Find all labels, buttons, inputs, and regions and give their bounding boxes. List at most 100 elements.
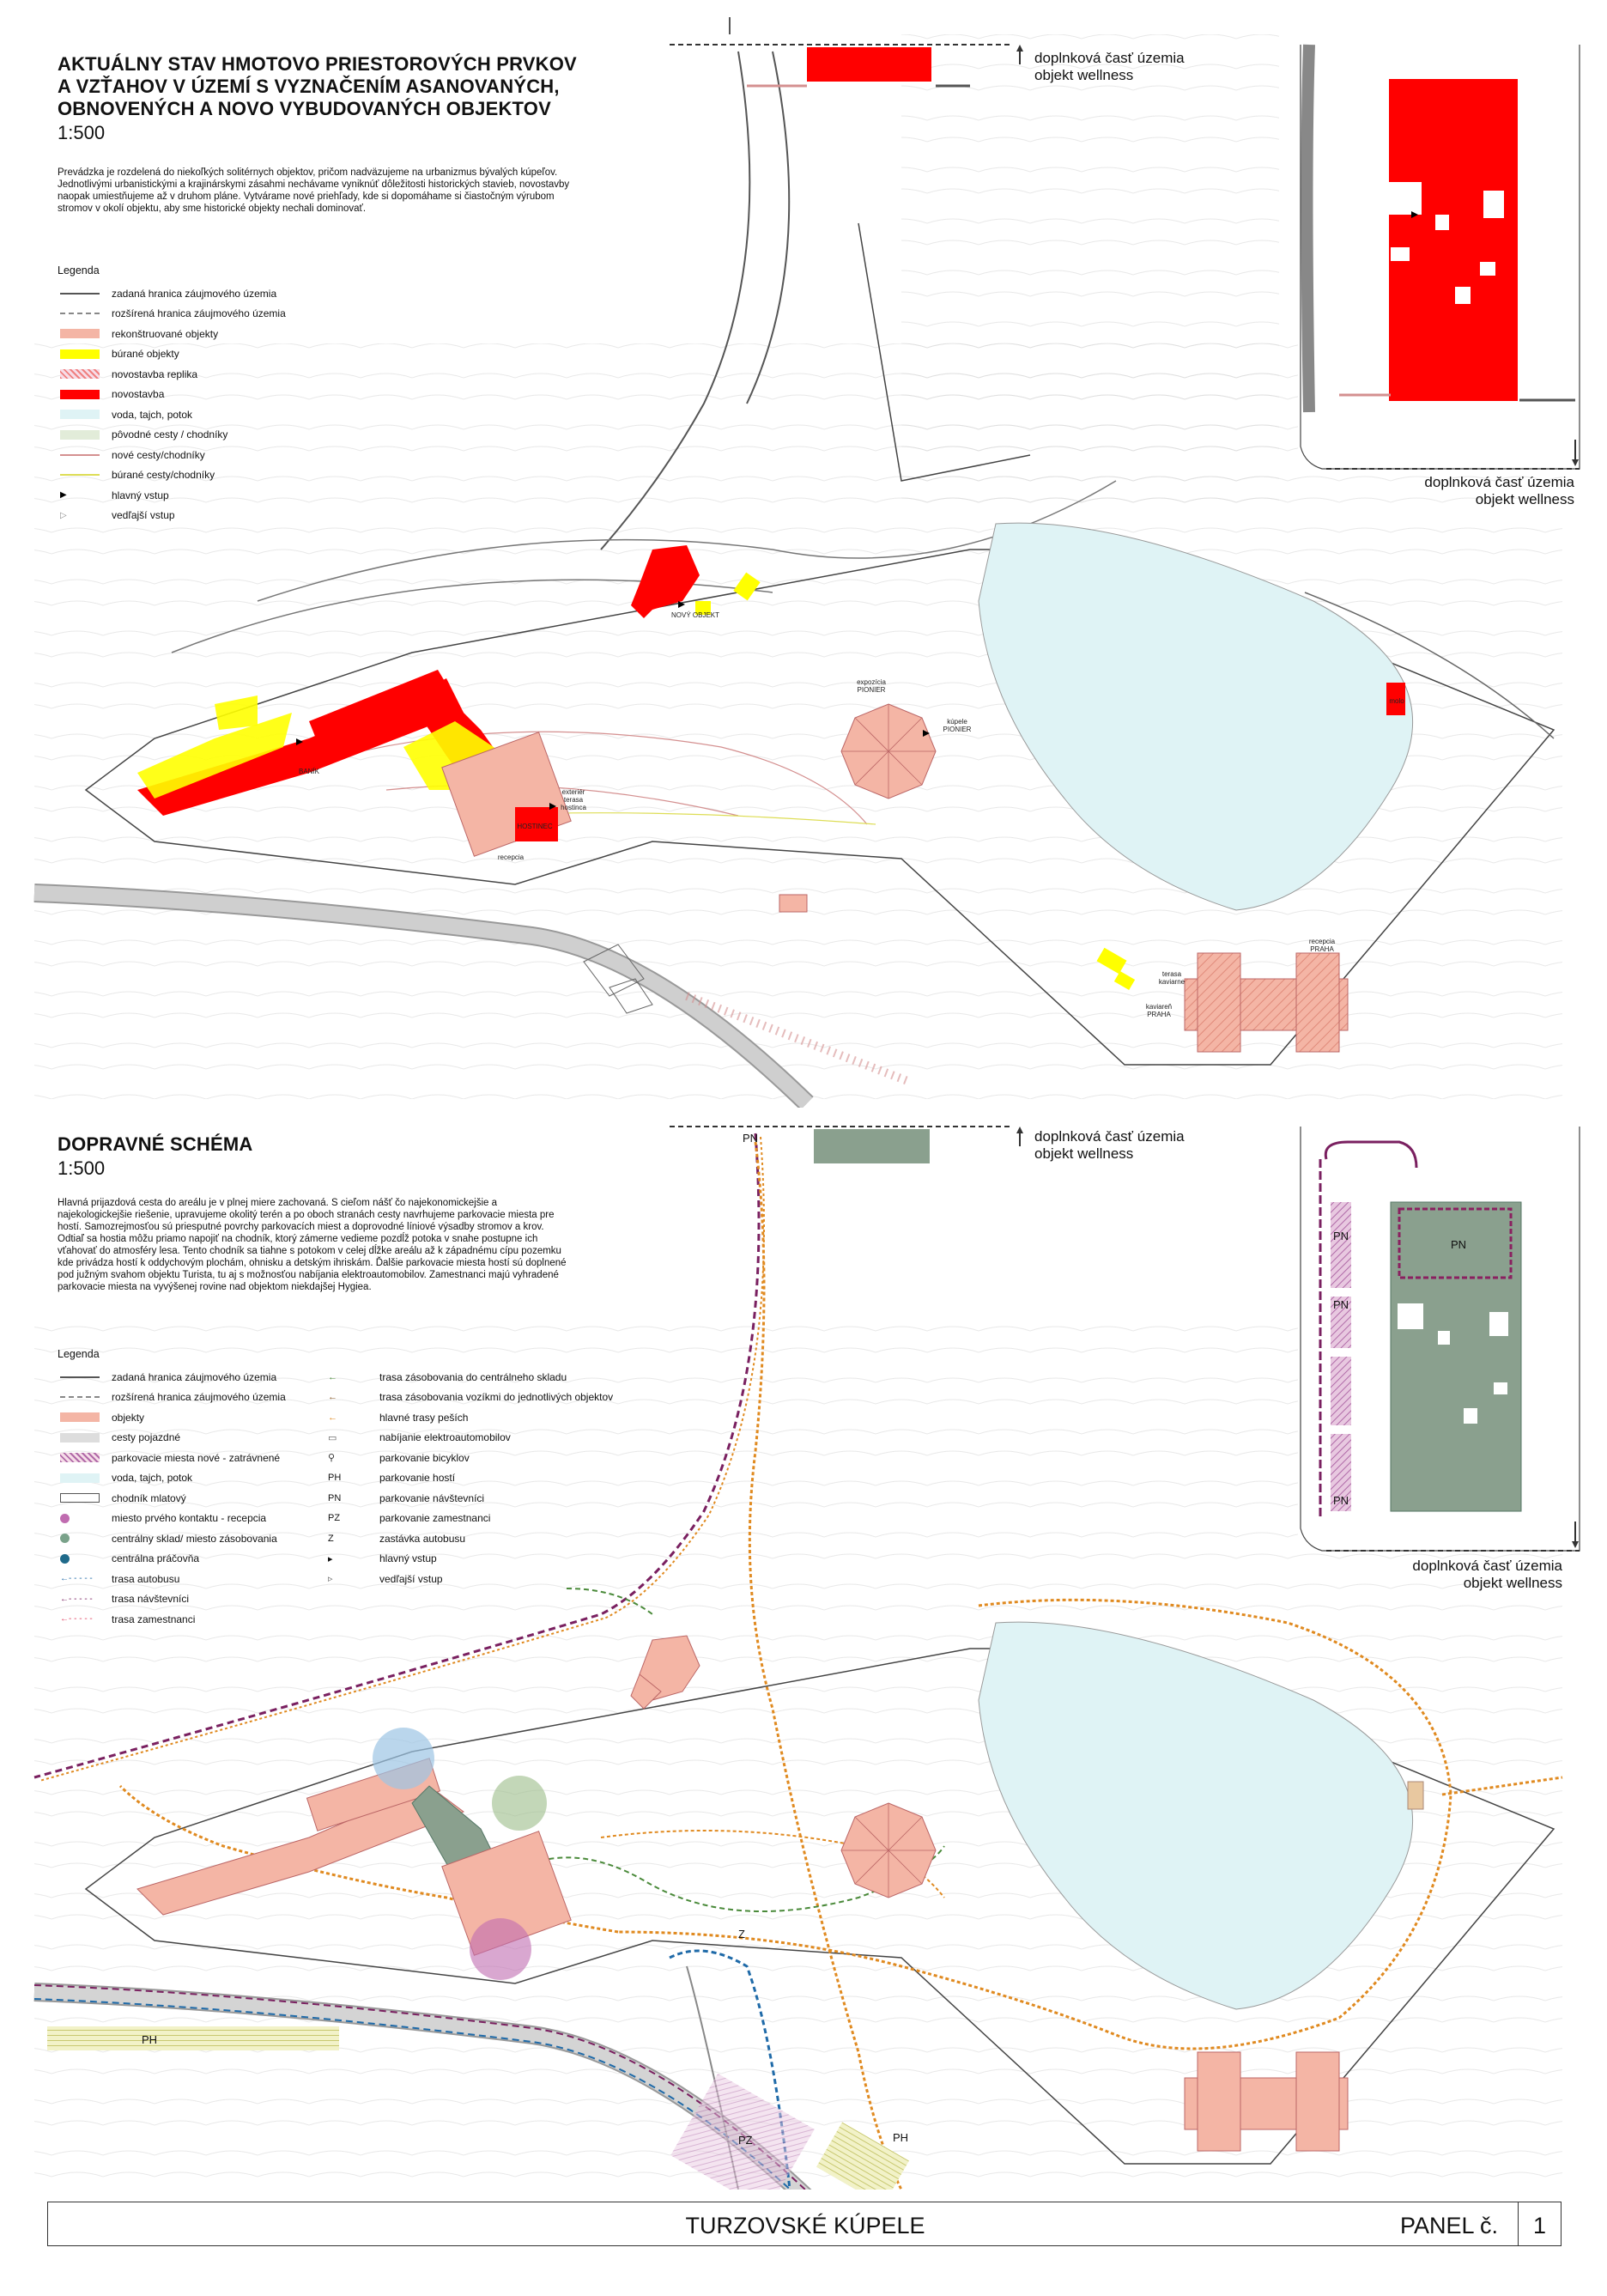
legend-item: ←- - - - -trasa zamestnanci (60, 1609, 286, 1630)
legend-item: rozšírená hranica záujmového územia (60, 1388, 286, 1408)
molo-building (1386, 683, 1405, 715)
site-plan-2-drawing (33, 1126, 1580, 2190)
plan1-legend-title: Legenda (58, 264, 100, 276)
legend-swatch (60, 329, 100, 339)
legend-swatch (60, 1453, 100, 1463)
parking-pz (670, 2073, 815, 2190)
legend-item: búrané cesty/chodníky (60, 465, 286, 486)
map-label-pn-2: PN (1333, 1298, 1349, 1311)
legend-symbol: PH (328, 1473, 342, 1484)
praha-building-2 (1184, 2051, 1349, 2152)
legend-item-label: parkovacie miesta nové - zatrávnené (112, 1451, 281, 1464)
footer-divider (1518, 2202, 1519, 2245)
plan1-wellness-note-top-1: doplnková časť územia (1034, 50, 1185, 66)
legend-item: pôvodné cesty / chodníky (60, 425, 286, 446)
legend-item: rekonštruované objekty (60, 324, 286, 344)
legend-item: nové cesty/chodníky (60, 445, 286, 465)
legend-swatch (60, 1534, 70, 1544)
legend-item: cesty pojazdné (60, 1428, 286, 1449)
legend-symbol: ← (328, 1412, 337, 1423)
footer-bar: TURZOVSKÉ KÚPELE PANEL č. 1 (47, 2202, 1562, 2246)
map-label-pn-big: PN (1451, 1238, 1467, 1251)
plan2-description: Hlavná prijazdová cesta do areálu je v p… (58, 1198, 567, 1292)
plan2-wellness-note-top-1: doplnková časť územia (1034, 1128, 1185, 1145)
legend-item: ←hlavné trasy peších (328, 1407, 613, 1428)
legend-symbol: ← (328, 1392, 337, 1403)
legend-symbol: Z (328, 1533, 334, 1544)
map-label-pn-3: PN (1333, 1494, 1349, 1507)
legend-item-label: trasa zásobovania do centrálneho skladu (379, 1370, 567, 1383)
plan-traffic-scheme: DOPRAVNÉ SCHÉMA 1:500 Hlavná prijazdová … (0, 1108, 1607, 2190)
novy-objekt-building (640, 545, 700, 610)
legend-item-label: nové cesty/chodníky (112, 448, 205, 461)
legend-swatch (60, 1376, 100, 1378)
legend-item: centrálna práčovňa (60, 1549, 286, 1570)
label-recepcia-praha: recepcia PRAHA (1308, 938, 1336, 953)
praha-building (1184, 952, 1349, 1053)
legend-symbol: PZ (328, 1513, 341, 1524)
wellness-inset-2 (1298, 1127, 1580, 1552)
label-molo: molo (1389, 697, 1404, 705)
footer-panel-label: PANEL č. (1400, 2213, 1499, 2238)
plan2-wellness-note-top-2: objekt wellness (1034, 1145, 1134, 1162)
parking-ph-bottom (816, 2122, 909, 2190)
label-novy-objekt: NOVÝ OBJEKT (670, 611, 719, 619)
map-label-pn-top: PN (743, 1132, 759, 1145)
legend-item-label: parkovanie hostí (379, 1472, 456, 1485)
lake (978, 522, 1414, 911)
legend-item-label: rozšírená hranica záujmového územia (112, 307, 286, 320)
map-label-pn-1: PN (1333, 1230, 1349, 1242)
legend-item: miesto prvého kontaktu - recepcia (60, 1509, 286, 1529)
legend-item: ▭nabíjanie elektroautomobilov (328, 1428, 613, 1449)
laundry-circle (373, 1728, 434, 1789)
legend-swatch: ←- - - - - (60, 1594, 93, 1604)
legend-item-label: pôvodné cesty / chodníky (112, 428, 228, 441)
legend-item: novostavba replika (60, 364, 286, 385)
parking-ph-left (47, 2026, 339, 2050)
legend-item-label: novostavba (112, 388, 165, 401)
plan2-title: DOPRAVNÉ SCHÉMA (58, 1133, 253, 1155)
legend-swatch (60, 1513, 70, 1523)
legend-item: ←trasa zásobovania do centrálneho skladu (328, 1367, 613, 1388)
label-pionier-expozicia: expozícia PIONIER (857, 678, 886, 694)
legend-swatch (60, 1396, 100, 1399)
legend-item: ▹vedľajší vstup (328, 1569, 613, 1589)
legend-item: PZ parkovanie zamestnanci (328, 1509, 613, 1529)
legend-item: voda, tajch, potok (60, 404, 286, 425)
legend-symbol: ⚲ (328, 1453, 336, 1464)
legend-item-label: voda, tajch, potok (112, 408, 193, 421)
label-kaviaren-praha: kaviareň PRAHA (1145, 1003, 1173, 1018)
legend-swatch (60, 1493, 100, 1503)
legend-swatch (60, 349, 100, 359)
plan2-legend-right: ←trasa zásobovania do centrálneho skladu… (328, 1367, 613, 1589)
legend-swatch (60, 369, 100, 380)
legend-item-label: hlavný vstup (379, 1552, 437, 1565)
legend-item-label: centrálny sklad/ miesto zásobovania (112, 1532, 277, 1545)
map-label-ph-left: PH (142, 2033, 158, 2046)
legend-swatch (60, 429, 100, 440)
legend-item-label: trasa autobusu (112, 1572, 180, 1585)
plan1-wellness-note-top-2: objekt wellness (1034, 67, 1134, 83)
legend-swatch (60, 474, 100, 477)
legend-item-label: parkovanie bicyklov (379, 1451, 470, 1464)
legend-item-label: centrálna práčovňa (112, 1552, 200, 1565)
legend-item-label: parkovanie zamestnanci (379, 1512, 491, 1525)
legend-item-label: rozšírená hranica záujmového územia (112, 1391, 286, 1404)
pn-top-area (814, 1129, 930, 1163)
plan2-wellness-note-bottom-1: doplnková časť územia (1412, 1558, 1562, 1574)
legend-swatch (60, 313, 100, 315)
map-label-z: Z (738, 1928, 745, 1941)
legend-item: centrálny sklad/ miesto zásobovania (60, 1528, 286, 1549)
legend-swatch (60, 410, 100, 420)
legend-item-label: búrané objekty (112, 348, 179, 361)
legend-item-label: trasa zásobovania vozíkmi do jednotlivýc… (379, 1391, 614, 1404)
legend-item-label: miesto prvého kontaktu - recepcia (112, 1512, 267, 1525)
legend-item: ←- - - - -trasa autobusu (60, 1569, 286, 1589)
plan1-title-line1: AKTUÁLNY STAV HMOTOVO PRIESTOROVÝCH PRVK… (58, 53, 577, 75)
site-plan-1-drawing (33, 17, 1580, 1108)
legend-item-label: trasa zamestnanci (112, 1613, 196, 1625)
legend-item-label: búrané cesty/chodníky (112, 469, 215, 482)
legend-item: ← trasa zásobovania vozíkmi do jednotlivý… (328, 1388, 613, 1408)
map-label-ph-bottom: PH (893, 2131, 909, 2144)
